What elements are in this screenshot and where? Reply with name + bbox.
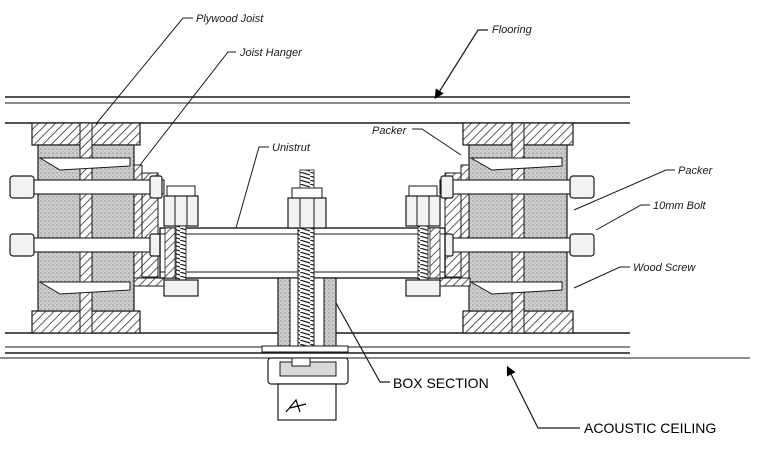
unistrut-bolt-right (405, 185, 441, 297)
label-plywood-joist: Plywood Joist (196, 13, 264, 25)
unistrut-bolt-center (287, 169, 327, 229)
right-plywood-joist (462, 122, 574, 334)
left-bolts (9, 175, 165, 257)
box-section (261, 227, 349, 353)
label-wood-screw: Wood Screw (633, 262, 696, 274)
ceiling-clip (267, 357, 349, 421)
unistrut-bolt-left (163, 185, 199, 297)
leader-lines (95, 17, 675, 429)
label-joist-hanger: Joist Hanger (239, 47, 303, 59)
label-acoustic-ceiling: ACOUSTIC CEILING (584, 420, 716, 436)
left-plywood-joist (31, 122, 141, 334)
label-bolt: 10mm Bolt (653, 200, 707, 212)
label-box-section: BOX SECTION (393, 375, 489, 391)
label-packer-right: Packer (678, 165, 714, 177)
label-flooring: Flooring (492, 24, 533, 36)
label-packer-left: Packer (372, 125, 408, 137)
flooring-board (5, 96, 630, 124)
ceiling-lines (0, 332, 750, 359)
label-unistrut: Unistrut (272, 142, 311, 154)
